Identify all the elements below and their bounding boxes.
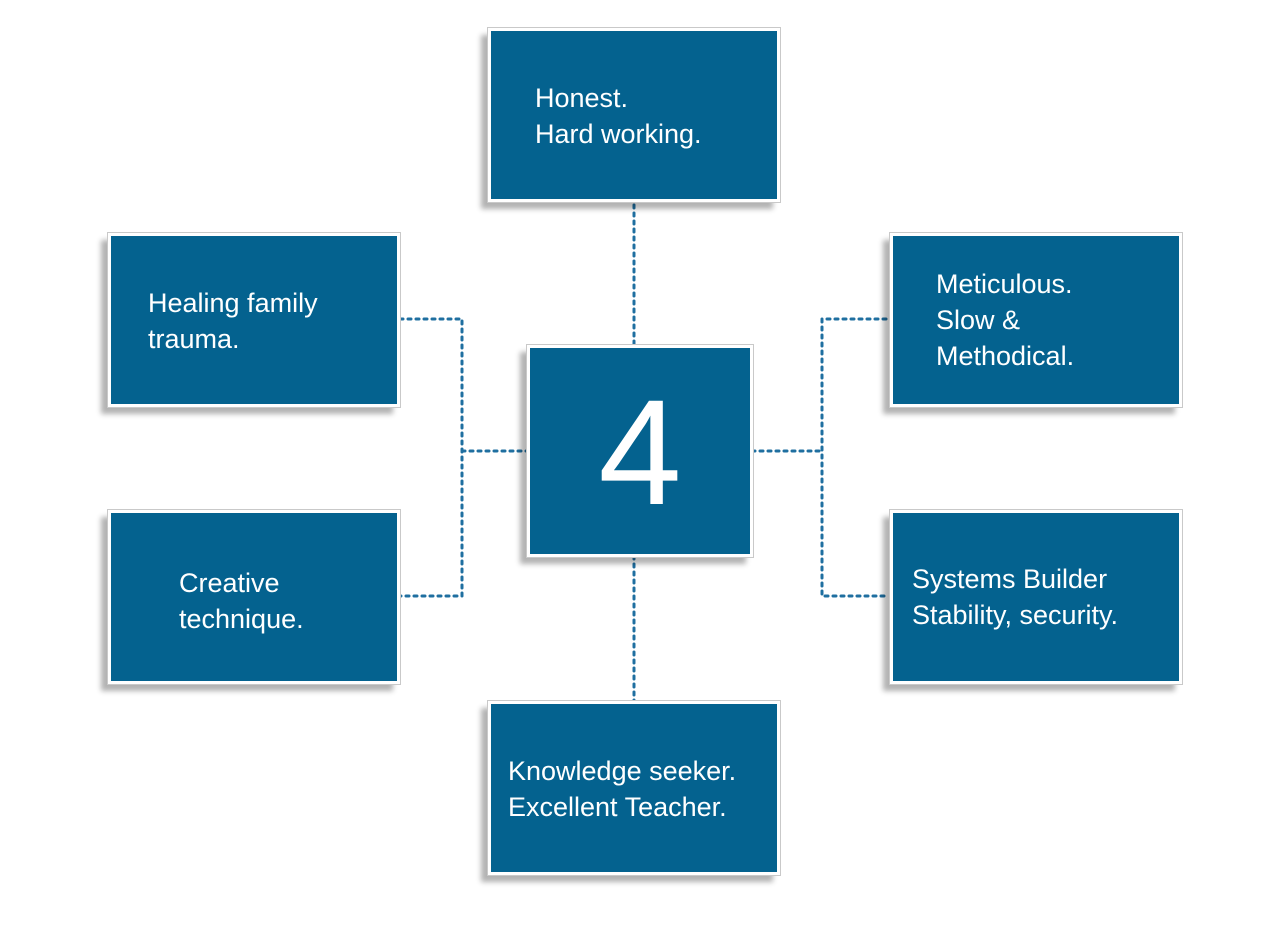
center-number: 4 bbox=[598, 368, 682, 536]
node-top-right-text: Meticulous. Slow & Methodical. bbox=[936, 266, 1074, 374]
node-bottom-right-line-2: Stability, security. bbox=[912, 600, 1119, 630]
node-top-left-text: Healing family trauma. bbox=[148, 285, 318, 357]
connector-right-bracket bbox=[820, 317, 888, 598]
node-bottom-left-text: Creative technique. bbox=[179, 565, 304, 637]
node-top-left-line-1: Healing family bbox=[148, 288, 318, 318]
node-top-right-line-1: Meticulous. bbox=[936, 269, 1073, 299]
node-top-right-line-3: Methodical. bbox=[936, 341, 1075, 371]
connector-left-bracket bbox=[398, 317, 464, 598]
node-bottom-text: Knowledge seeker. Excellent Teacher. bbox=[508, 753, 736, 825]
node-top-left-line-2: trauma. bbox=[148, 324, 240, 354]
node-bottom-right-text: Systems Builder Stability, security. bbox=[912, 561, 1118, 633]
node-top-right-line-2: Slow & bbox=[936, 305, 1021, 335]
node-bottom-line-2: Excellent Teacher. bbox=[508, 792, 727, 822]
node-top-line-1: Honest. bbox=[535, 83, 629, 113]
node-bottom-right: Systems Builder Stability, security. bbox=[889, 509, 1183, 685]
node-top-text: Honest. Hard working. bbox=[535, 80, 702, 152]
node-top-left: Healing family trauma. bbox=[107, 232, 401, 408]
node-bottom-left-line-2: technique. bbox=[179, 604, 304, 634]
node-bottom-right-line-1: Systems Builder bbox=[912, 564, 1108, 594]
node-top-right: Meticulous. Slow & Methodical. bbox=[889, 232, 1183, 408]
node-bottom: Knowledge seeker. Excellent Teacher. bbox=[487, 700, 781, 876]
node-center: 4 bbox=[526, 344, 754, 558]
node-top: Honest. Hard working. bbox=[487, 27, 781, 203]
node-bottom-line-1: Knowledge seeker. bbox=[508, 756, 737, 786]
node-bottom-left-line-1: Creative bbox=[179, 568, 280, 598]
node-top-line-2: Hard working. bbox=[535, 119, 702, 149]
node-bottom-left: Creative technique. bbox=[107, 509, 401, 685]
